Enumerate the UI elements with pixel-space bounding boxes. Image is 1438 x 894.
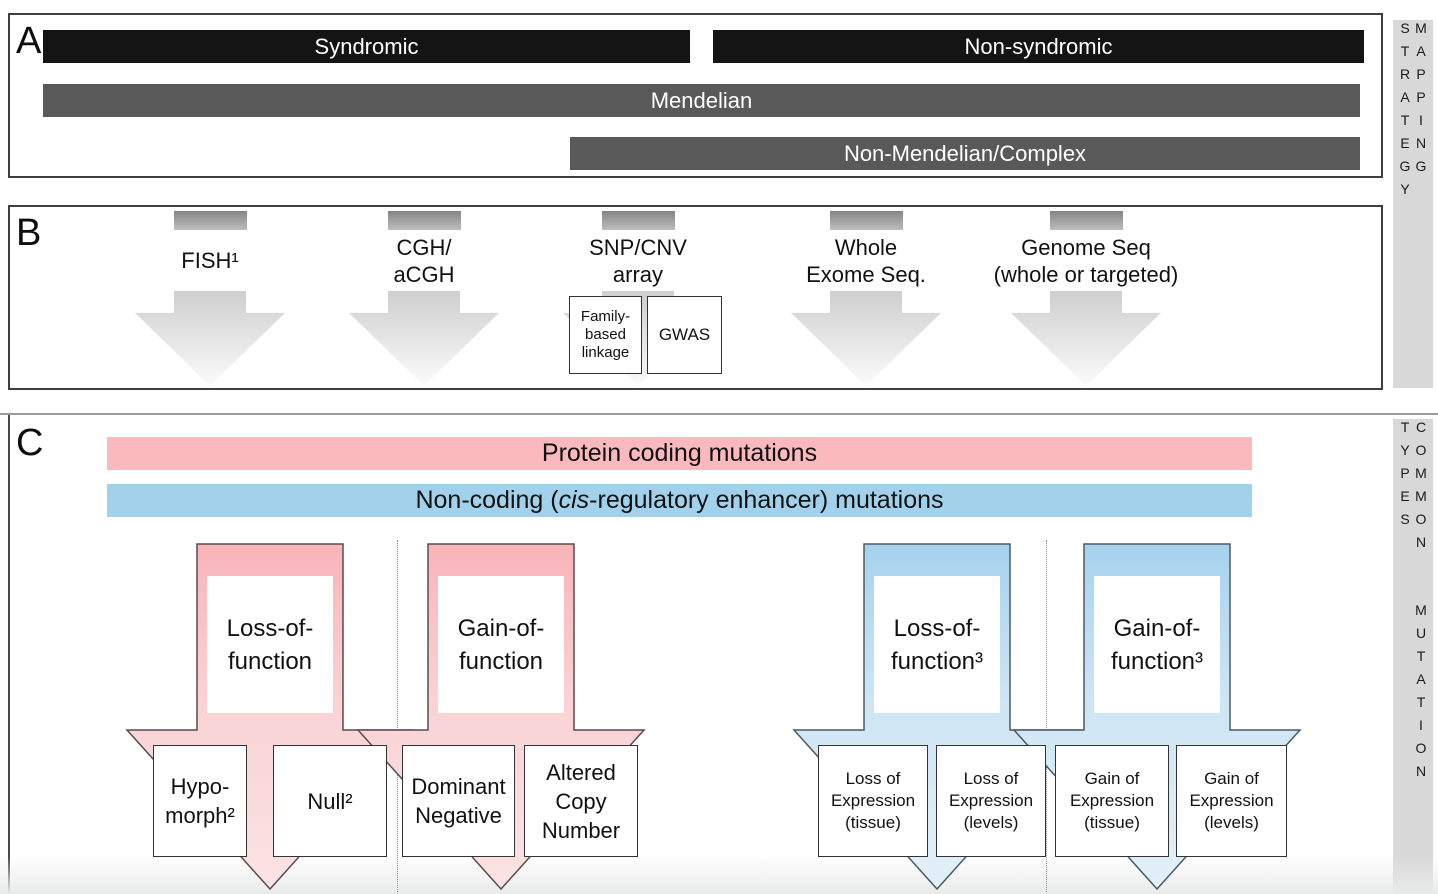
panel-b-label: B xyxy=(16,212,42,254)
bar-non-mendelian-complex: Non-Mendelian/Complex xyxy=(570,137,1360,170)
mutation-box-null: Null² xyxy=(273,745,387,857)
sidebar-common-mutation-types-text: COMMON MUTATION TYPES xyxy=(1397,419,1429,786)
method-label-fish: FISH¹ xyxy=(181,248,239,273)
mutation-box-altered-copy-number: Altered Copy Number xyxy=(524,745,638,857)
sub-box-gwas: GWAS xyxy=(647,296,722,374)
method-label-snp-cnv: SNP/CNV array xyxy=(589,234,687,287)
arrow-stub-whole-exome xyxy=(830,211,903,230)
mutation-box-gain-expression-levels: Gain of Expression (levels) xyxy=(1176,745,1287,857)
bar-syndromic: Syndromic xyxy=(43,30,690,63)
arrow-title-gain-of-function-noncoding: Gain-of- function³ xyxy=(1094,576,1220,713)
panel-c-left-border xyxy=(8,415,10,894)
noncoding-bar-italic: cis xyxy=(558,486,590,514)
arrow-title-gain-of-function: Gain-of- function xyxy=(438,576,564,713)
method-label-genome-seq: Genome Seq (whole or targeted) xyxy=(993,234,1179,287)
arrow-title-loss-of-function-noncoding: Loss-of- function³ xyxy=(874,576,1000,713)
method-label-whole-exome: Whole Exome Seq. xyxy=(806,234,926,287)
mutation-box-dominant-negative: Dominant Negative xyxy=(402,745,515,857)
bar-non-syndromic: Non-syndromic xyxy=(713,30,1364,63)
panel-a-label: A xyxy=(16,20,42,62)
panel-c-label: C xyxy=(16,422,44,464)
arrow-stub-genome-seq xyxy=(1050,211,1123,230)
panel-c-bottom-shade xyxy=(0,856,1438,894)
sidebar-mapping-strategy: MAPPING STRATEGY xyxy=(1393,20,1433,388)
dotted-divider-coding xyxy=(397,540,398,892)
mutation-box-loss-expression-tissue: Loss of Expression (tissue) xyxy=(818,745,928,857)
arrow-stub-snp-cnv xyxy=(602,211,675,230)
sidebar-common-mutation-types: COMMON MUTATION TYPES xyxy=(1393,419,1433,894)
arrow-stub-fish xyxy=(174,211,247,230)
noncoding-bar-suffix: -regulatory enhancer) mutations xyxy=(589,486,944,514)
dotted-divider-noncoding xyxy=(1046,540,1047,892)
arrow-title-loss-of-function: Loss-of- function xyxy=(207,576,333,713)
mutation-box-hypomorph: Hypo- morph² xyxy=(153,745,247,857)
arrow-stub-cgh xyxy=(388,211,461,230)
sidebar-mapping-strategy-text: MAPPING STRATEGY xyxy=(1397,20,1429,204)
noncoding-bar-prefix: Non-coding ( xyxy=(415,486,559,514)
bar-mendelian: Mendelian xyxy=(43,84,1360,117)
mutation-box-loss-expression-levels: Loss of Expression (levels) xyxy=(936,745,1046,857)
mutation-box-gain-expression-tissue: Gain of Expression (tissue) xyxy=(1055,745,1169,857)
noncoding-mutations-bar: Non-coding (cis-regulatory enhancer) mut… xyxy=(107,484,1252,517)
panel-c-top-divider xyxy=(0,413,1438,415)
sub-box-family-linkage: Family- based linkage xyxy=(569,296,642,374)
coding-mutations-bar: Protein coding mutations xyxy=(107,437,1252,470)
method-label-cgh: CGH/ aCGH xyxy=(393,234,455,287)
